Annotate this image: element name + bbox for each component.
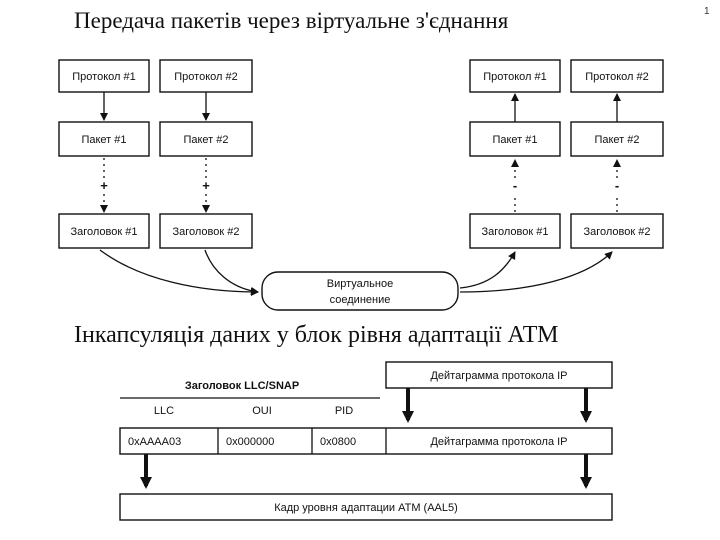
right-protocol2-label: Протокол #2: [585, 71, 648, 83]
top-datagram-label: Дейтаграмма протокола IP: [430, 370, 567, 382]
right-packet2-label: Пакет #2: [594, 134, 639, 146]
top-datagram-box: [385, 361, 613, 389]
left-packet2-box: [159, 121, 253, 157]
left-plus1: +: [100, 178, 108, 193]
right-header2-label: Заголовок #2: [583, 226, 650, 238]
value-pid: 0x0800: [320, 436, 356, 448]
left-header1-box: [58, 213, 150, 249]
value-llc: 0xAAAA03: [128, 436, 181, 448]
curve-virtual-to-right-header2: [459, 251, 613, 293]
virtual-connection-line2: соединение: [330, 294, 391, 306]
aal5-frame-box: [119, 493, 613, 521]
left-protocol2-label: Протокол #2: [174, 71, 237, 83]
title-atm-encapsulation: Інкапсуляція даних у блок рівня адаптаці…: [74, 322, 559, 348]
left-header2-label: Заголовок #2: [172, 226, 239, 238]
col-llc-label: LLC: [154, 405, 174, 417]
right-packet2-box: [570, 121, 664, 157]
left-protocol1-label: Протокол #1: [72, 71, 135, 83]
left-packet1-label: Пакет #1: [81, 134, 126, 146]
aal5-frame-label: Кадр уровня адаптации АТМ (AAL5): [274, 502, 458, 514]
right-minus1: -: [513, 178, 517, 193]
curve-virtual-to-right-header1: [459, 251, 516, 289]
left-packet1-box: [58, 121, 150, 157]
right-packet1-box: [469, 121, 561, 157]
virtual-connection-line1: Виртуальное: [327, 278, 393, 290]
page-number: 1: [704, 6, 710, 17]
right-minus2: -: [615, 178, 619, 193]
right-header1-box: [469, 213, 561, 249]
value-oui: 0x000000: [226, 436, 274, 448]
left-packet2-label: Пакет #2: [183, 134, 228, 146]
left-header2-box: [159, 213, 253, 249]
encapsulation-row: [119, 427, 613, 455]
left-stack: Протокол #1 Протокол #2 Пакет #1 Пакет #…: [58, 59, 253, 249]
curve-left-header2-to-virtual: [204, 249, 259, 295]
llc-snap-header-label: Заголовок LLC/SNAP: [185, 380, 299, 392]
title-packet-transfer: Передача пакетів через віртуальне з'єдна…: [74, 8, 509, 33]
left-protocol2-box: [159, 59, 253, 93]
right-protocol1-label: Протокол #1: [483, 71, 546, 83]
col-oui-label: OUI: [252, 405, 272, 417]
right-header1-label: Заголовок #1: [481, 226, 548, 238]
left-plus2: +: [202, 178, 210, 193]
right-protocol2-box: [570, 59, 664, 93]
right-header2-box: [570, 213, 664, 249]
right-packet1-label: Пакет #1: [492, 134, 537, 146]
curve-left-header1-to-virtual: [99, 249, 259, 296]
right-stack: Протокол #1 Протокол #2 Пакет #1 Пакет #…: [469, 59, 664, 249]
left-header1-label: Заголовок #1: [70, 226, 137, 238]
right-protocol1-box: [469, 59, 561, 93]
left-protocol1-box: [58, 59, 150, 93]
col-pid-label: PID: [335, 405, 353, 417]
encapsulated-datagram-label: Дейтаграмма протокола IP: [430, 436, 567, 448]
virtual-connection-box: [261, 271, 459, 311]
